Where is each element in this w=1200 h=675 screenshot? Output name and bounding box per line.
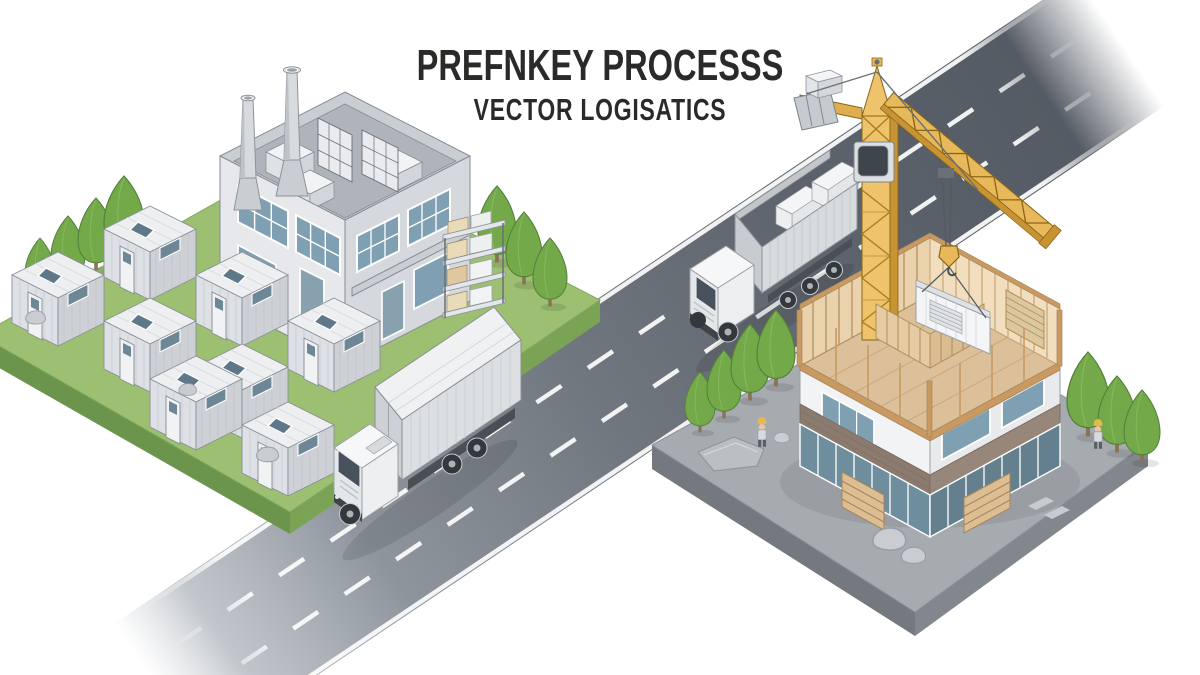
front-studs	[835, 328, 901, 417]
rock	[900, 546, 927, 564]
chimney	[275, 66, 309, 197]
stone-slab	[697, 436, 765, 472]
hoist-cables	[941, 177, 952, 247]
dashed-lane-line	[204, 83, 1103, 675]
rock	[773, 432, 790, 444]
crane-trolley	[938, 168, 954, 178]
factory-window	[413, 251, 449, 311]
factory-door	[381, 279, 405, 342]
cab-roof-vent	[365, 435, 393, 455]
pallet-rack	[442, 210, 506, 319]
chimney	[233, 94, 263, 211]
truck-cab	[333, 423, 399, 525]
jib-tie-cable	[876, 71, 979, 191]
tower-crane	[793, 57, 1062, 345]
road-surface	[114, 0, 1164, 675]
construction-site-foreground	[757, 245, 1161, 564]
sling-cables	[921, 266, 987, 319]
pavement-marking	[1028, 497, 1054, 510]
pavement-marking	[1044, 506, 1070, 519]
front-studs	[959, 328, 1025, 417]
louver-grille	[929, 299, 963, 335]
grass-platform-side	[0, 346, 290, 534]
concrete-platform-side	[652, 445, 915, 636]
floor-rim-beam	[929, 361, 1061, 442]
counter-tie-cable	[805, 71, 878, 95]
slatted-panel	[1005, 289, 1045, 350]
lifted-wall-panel	[915, 279, 991, 355]
windshield	[337, 448, 361, 490]
rock	[256, 446, 279, 463]
rock	[178, 383, 197, 396]
factory-awning	[351, 227, 469, 297]
title-block: PREFNKEY PROCESSS VECTOR LOGISATICS	[0, 44, 1200, 128]
rock	[25, 310, 46, 325]
trailer-side	[401, 339, 522, 481]
rock	[872, 527, 907, 551]
crane-jib	[879, 91, 1062, 250]
box-truck	[333, 306, 522, 561]
crane-cab	[853, 141, 895, 183]
corner-post	[796, 309, 803, 367]
concrete-platform-side	[915, 442, 1148, 636]
crane-hook	[938, 245, 960, 277]
page-subtitle: VECTOR LOGISATICS	[473, 92, 727, 127]
glass-curtain-wall	[929, 422, 1061, 539]
page-title: PREFNKEY PROCESSS	[416, 41, 784, 90]
truck-cab	[689, 245, 755, 343]
windshield	[695, 274, 717, 314]
corner-post	[1056, 309, 1063, 367]
stairs	[963, 472, 1011, 534]
corner-post	[926, 380, 933, 438]
